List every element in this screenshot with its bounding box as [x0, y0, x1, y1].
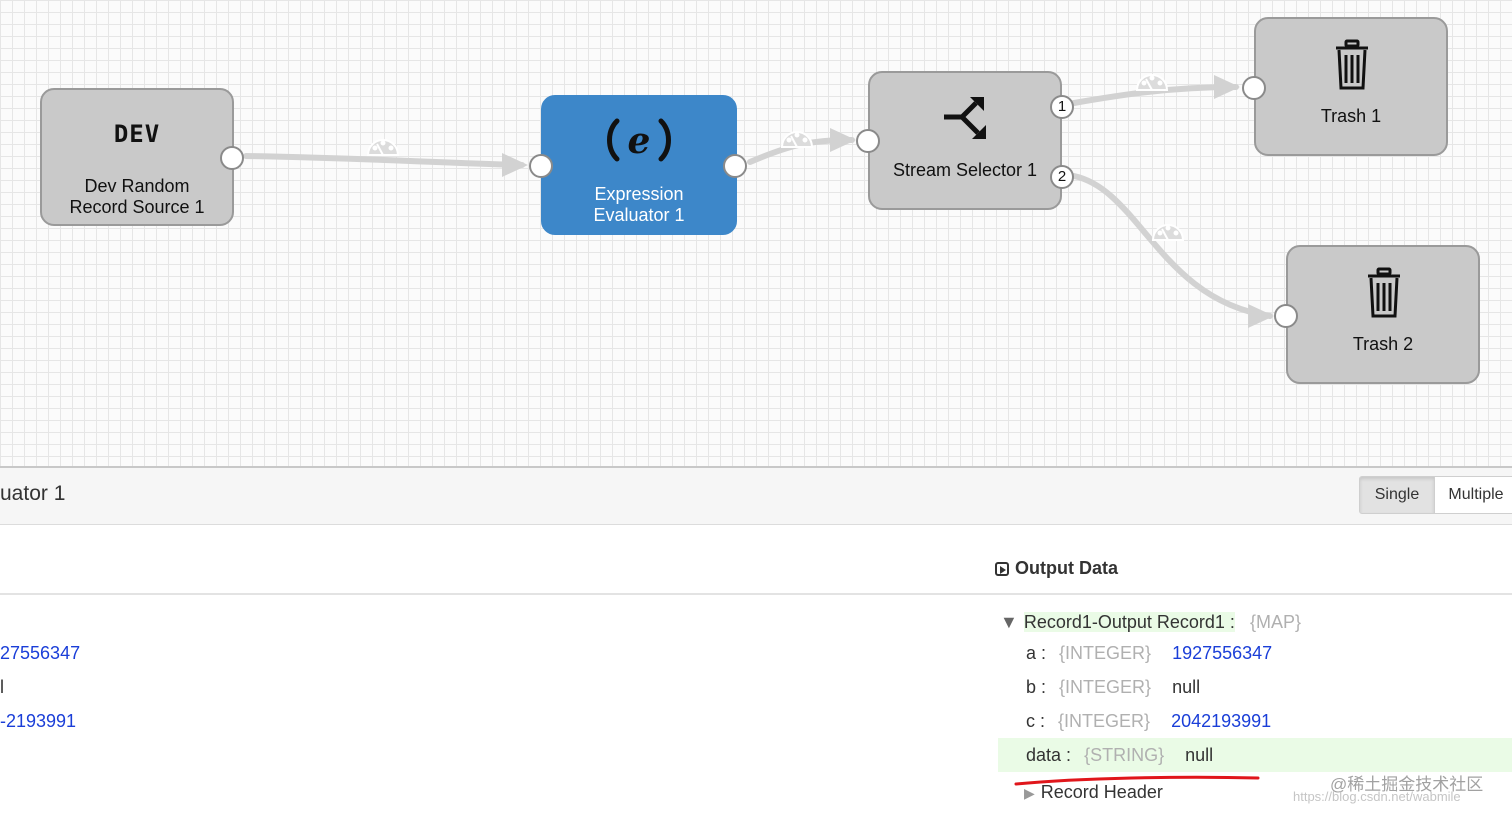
preview-panel-header: uator 1 Single Multiple [0, 468, 1512, 525]
pipeline-edges [243, 74, 1274, 328]
field-value: null [1185, 745, 1214, 765]
gauge-icon [1135, 74, 1169, 91]
output-port[interactable] [220, 146, 244, 170]
field-type: {INTEGER} [1059, 677, 1152, 697]
field-key: c : [1026, 711, 1046, 731]
field-value: 2042193991 [1171, 711, 1272, 731]
input-port[interactable] [1242, 76, 1266, 100]
field-type: {INTEGER} [1058, 711, 1151, 731]
output-data-heading[interactable]: Output Data [995, 558, 1118, 579]
panel-title: uator 1 [0, 482, 66, 505]
output-port-2[interactable]: 2 [1050, 165, 1074, 189]
highlighted-row [998, 738, 1512, 772]
stage-label: Trash 1 [1320, 106, 1382, 126]
e-expression-icon: e [543, 115, 735, 175]
gauge-icon [1151, 224, 1185, 241]
stage-dev-random-source[interactable]: DEV Dev Random Record Source 1 [40, 88, 244, 226]
record-tree-root[interactable]: ▼Record1-Output Record1 : {MAP} [1000, 612, 1301, 633]
dev-icon: DEV [113, 120, 161, 148]
field-key: b : [1026, 677, 1047, 697]
field-key: a : [1026, 643, 1047, 663]
field-key: data : [1026, 745, 1072, 765]
watermark-url: https://blog.csdn.net/wabmile [1293, 789, 1461, 804]
field-type: {STRING} [1084, 745, 1165, 765]
single-mode-button[interactable]: Single [1359, 476, 1435, 514]
pipeline-canvas[interactable]: DEV Dev Random Record Source 1 e Express… [0, 0, 1512, 466]
stage-label-line2: Evaluator 1 [593, 205, 685, 225]
stage-stream-selector[interactable]: Stream Selector 1 1 2 [856, 71, 1074, 210]
output-data-title: Output Data [1015, 558, 1118, 578]
edge-arrowhead [502, 153, 528, 177]
edge-metrics-icons [366, 74, 1185, 241]
field-type: {INTEGER} [1059, 643, 1152, 663]
edge-arrowhead [1248, 304, 1274, 328]
record-type: {MAP} [1249, 612, 1301, 632]
multiple-mode-button[interactable]: Multiple [1434, 476, 1512, 514]
field-value: 1927556347 [1172, 643, 1273, 663]
record-name: Record1-Output Record1 : [1023, 612, 1235, 632]
shuffle-icon [942, 95, 990, 146]
edge-arrowhead [1214, 75, 1240, 99]
field-row: c : {INTEGER} 2042193991 [1026, 711, 1271, 732]
input-port[interactable] [1274, 304, 1298, 328]
play-square-icon [995, 562, 1009, 576]
field-value: null [1172, 677, 1201, 697]
output-port[interactable] [723, 154, 747, 178]
gauge-icon [366, 139, 400, 156]
stage-label-line1: Dev Random [84, 176, 190, 196]
record-header-row[interactable]: ▶ Record Header [1024, 782, 1163, 803]
stage-expression-evaluator[interactable]: e Expression Evaluator 1 [529, 95, 747, 235]
watermark: @稀土掘金技术社区 [1330, 775, 1484, 794]
input-field-a-value: 27556347 [0, 643, 81, 663]
stage-label: Trash 2 [1352, 334, 1414, 354]
input-field-c-value: -2193991 [0, 711, 77, 731]
trash-icon [1334, 39, 1370, 96]
expand-arrow-icon[interactable]: ▶ [1024, 785, 1035, 801]
input-field-b-value: l [0, 677, 4, 697]
field-row: data : {STRING} null [1026, 745, 1213, 766]
gauge-icon [780, 131, 814, 148]
stage-trash-1[interactable]: Trash 1 [1242, 17, 1448, 156]
stage-label: Stream Selector 1 [892, 160, 1038, 180]
input-port[interactable] [529, 154, 553, 178]
field-row: a : {INTEGER} 1927556347 [1026, 643, 1272, 664]
edge-selector-to-trash2 [1071, 173, 1273, 319]
stage-label-line1: Expression [594, 184, 684, 204]
field-row: b : {INTEGER} null [1026, 677, 1200, 698]
panel-divider[interactable] [0, 466, 1512, 468]
input-port[interactable] [856, 129, 880, 153]
trash-icon [1366, 267, 1402, 324]
output-port-1[interactable]: 1 [1050, 95, 1074, 119]
edge-selector-to-trash1 [1071, 84, 1239, 106]
collapse-arrow-icon[interactable]: ▼ [1000, 612, 1018, 632]
edge-arrowhead [830, 128, 856, 152]
edge-dev-to-expression [243, 153, 525, 168]
record-header-label: Record Header [1040, 782, 1163, 802]
stage-label-line2: Record Source 1 [69, 197, 205, 217]
stage-trash-2[interactable]: Trash 2 [1274, 245, 1480, 384]
svg-text:e: e [628, 120, 651, 162]
section-divider [0, 593, 1512, 595]
